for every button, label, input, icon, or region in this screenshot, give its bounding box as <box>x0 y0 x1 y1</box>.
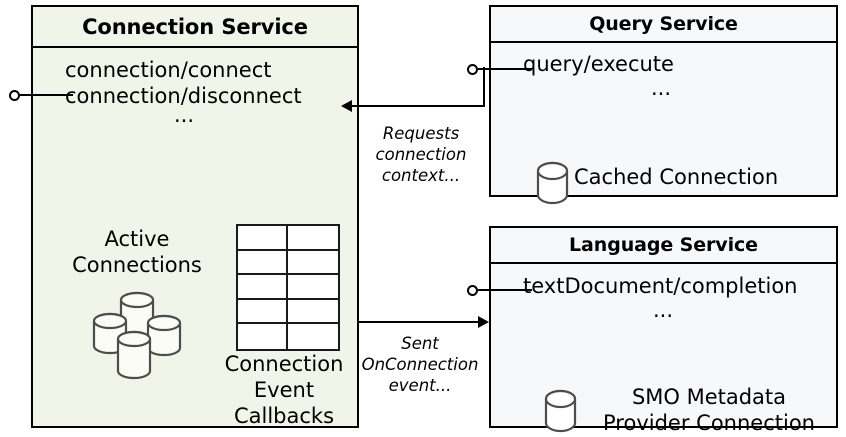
language-service-interface-ellipsis: ... <box>653 298 674 322</box>
database-stack-icon <box>88 288 186 380</box>
query-service-interface-ellipsis: ... <box>651 76 672 100</box>
connector-arrowhead-right-icon <box>478 316 489 328</box>
socket-stem <box>478 289 532 291</box>
language-service-body: textDocument/completion ... SMO Metadata… <box>491 264 836 435</box>
database-cylinder-icon <box>544 389 577 433</box>
table-cell <box>288 226 338 251</box>
socket-stem <box>20 94 73 96</box>
socket-ring-icon <box>9 90 20 101</box>
component-query-service[interactable]: Query Service query/execute ... Cached C… <box>489 5 838 205</box>
connection-service-interface-ellipsis: ... <box>174 103 195 127</box>
socket-stem <box>478 68 532 70</box>
connector-label-requests-connection-context: Requests connection context... <box>375 124 467 185</box>
cached-connection-label: Cached Connection <box>574 165 779 189</box>
connector-horizontal-segment <box>357 321 479 323</box>
socket-ring-icon <box>467 285 478 296</box>
connection-service-body: connection/connect connection/disconnect… <box>33 48 357 428</box>
table-grid-icon <box>236 224 340 351</box>
connection-service-interface-connect: connection/connect <box>65 58 272 82</box>
query-service-interface-execute: query/execute <box>523 52 674 76</box>
connector-horizontal-segment <box>352 105 485 107</box>
socket-ring-icon <box>467 64 478 75</box>
table-cell <box>288 324 338 349</box>
table-cell <box>238 324 288 349</box>
connector-arrowhead-left-icon <box>341 100 352 112</box>
component-connection-service[interactable]: Connection Service connection/connect co… <box>31 5 359 428</box>
table-cell <box>238 250 288 276</box>
query-service-body: query/execute ... Cached Connection <box>491 43 836 205</box>
connection-service-title: Connection Service <box>33 7 357 48</box>
table-cell <box>288 300 338 325</box>
table-cell <box>238 226 288 251</box>
table-cell <box>288 251 338 276</box>
connector-label-sent-onconnection-event: Sent OnConnection event... <box>361 334 479 395</box>
table-cell <box>238 299 288 325</box>
active-connections-label: Active Connections <box>72 227 202 277</box>
query-service-title: Query Service <box>491 7 836 43</box>
database-cylinder-icon <box>536 161 569 205</box>
connection-event-callbacks-label: Connection Event Callbacks <box>224 352 344 428</box>
language-service-interface-completion: textDocument/completion <box>523 274 798 298</box>
smo-metadata-provider-connection-label: SMO Metadata Provider Connection <box>603 385 815 435</box>
connector-vertical-segment <box>483 67 485 107</box>
language-service-title: Language Service <box>491 228 836 264</box>
table-cell <box>238 275 288 300</box>
connection-service-interface-disconnect: connection/disconnect <box>65 84 302 108</box>
component-language-service[interactable]: Language Service textDocument/completion… <box>489 226 838 435</box>
table-cell <box>288 275 338 300</box>
